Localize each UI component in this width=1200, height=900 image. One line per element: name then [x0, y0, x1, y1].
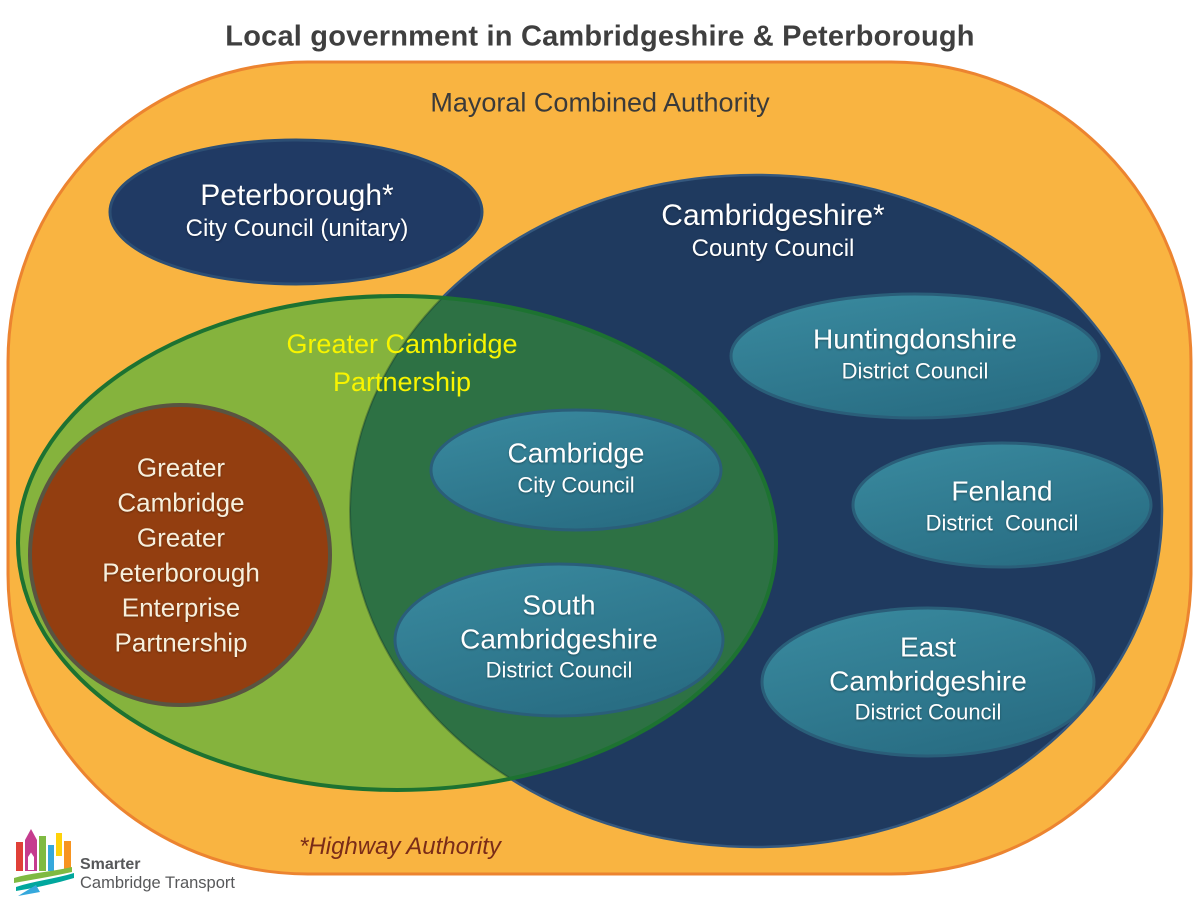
south-cambridgeshire-label: South Cambridgeshire District Council [447, 589, 672, 686]
county-label: Cambridgeshire* County Council [583, 197, 963, 263]
east-cambridgeshire-name: East Cambridgeshire [829, 631, 1027, 697]
lep-label-line: Greater [136, 522, 226, 553]
lep-label-line: Partnership [114, 628, 248, 659]
gcp-region-border [16, 294, 778, 792]
south-cambridgeshire-subtitle: District Council [485, 657, 633, 683]
county-name: Cambridgeshire* [661, 198, 885, 232]
lep-label-line: Peterborough [102, 558, 260, 588]
peterborough-name: Peterborough* [200, 178, 394, 212]
huntingdonshire-name: Huntingdonshire [813, 323, 1017, 355]
huntingdonshire-subtitle: District Council [841, 357, 989, 383]
smarter-cambridge-transport-logo: Smarter Cambridge Transport [14, 824, 244, 896]
peterborough-subtitle: City Council (unitary) [185, 214, 409, 242]
county-subtitle: County Council [691, 234, 855, 262]
huntingdonshire-label: Huntingdonshire District Council [750, 322, 1080, 385]
logo-wordmark-line2: Cambridge Transport [80, 873, 235, 892]
peterborough-unitary-region [108, 138, 484, 286]
lep-label: Greater Cambridge Greater Peterborough E… [51, 451, 311, 662]
cambridge-subtitle: City Council [517, 471, 635, 497]
east-cambridgeshire-label: East Cambridgeshire District Council [816, 631, 1041, 728]
peterborough-label: Peterborough* City Council (unitary) [117, 177, 477, 243]
south-cambridgeshire-region [393, 562, 725, 718]
gcp-label-line2: Partnership [332, 367, 472, 397]
highway-authority-footnote: *Highway Authority [299, 833, 501, 860]
cambridge-label: Cambridge City Council [436, 436, 716, 499]
logo-wordmark-line1: Smarter [80, 856, 141, 874]
cambridge-city-council-region [429, 408, 723, 532]
gcp-label: Greater Cambridge Partnership [242, 326, 562, 402]
gcp-label-line1: Greater Cambridge [286, 329, 518, 360]
huntingdonshire-region [729, 292, 1101, 420]
enterprise-partnership-region [28, 403, 332, 707]
mca-label: Mayoral Combined Authority [430, 87, 770, 118]
fenland-name: Fenland [951, 475, 1053, 507]
fenland-region [851, 441, 1153, 569]
page-title: Local government in Cambridgeshire & Pet… [225, 20, 975, 53]
fenland-label: Fenland District Council [852, 474, 1152, 537]
east-cambridgeshire-region [760, 606, 1096, 758]
lep-label-line: Enterprise [121, 593, 241, 624]
south-cambridgeshire-name: South Cambridgeshire [460, 589, 658, 655]
fenland-subtitle: District Council [925, 509, 1079, 535]
east-cambridgeshire-subtitle: District Council [854, 699, 1002, 725]
logo-wordmark: Smarter Cambridge Transport [80, 856, 235, 892]
cambridge-name: Cambridge [507, 437, 645, 469]
lep-label-line: Cambridge [117, 487, 245, 518]
lep-label-line: Greater [136, 452, 226, 483]
smarter-cambridge-transport-logo-icon [14, 829, 74, 896]
